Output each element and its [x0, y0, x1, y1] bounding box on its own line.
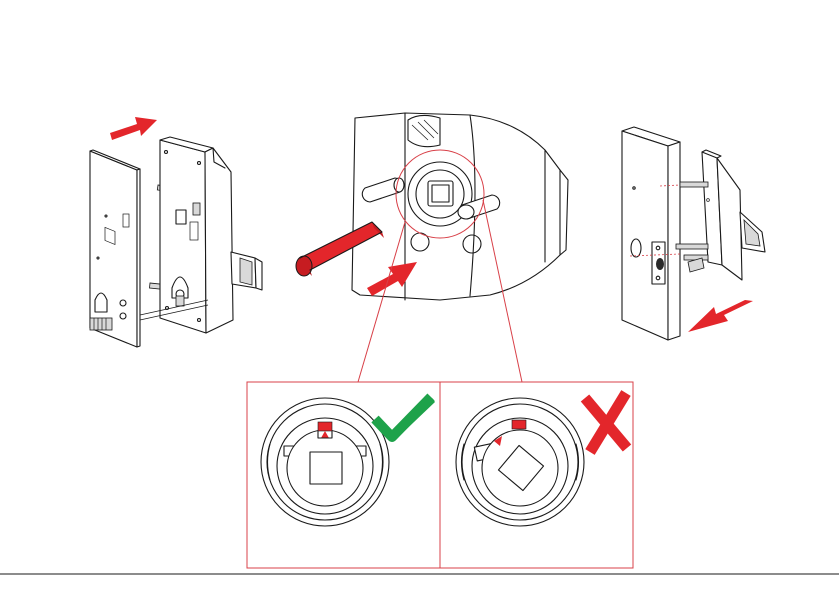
- incorrect-orientation-panel: [456, 398, 584, 526]
- arrow-icon-left: [110, 117, 157, 140]
- x-mark-icon: [585, 393, 627, 452]
- door-assembly-right: [622, 127, 765, 340]
- notch-marker: [318, 422, 332, 431]
- correct-orientation-panel: [261, 398, 389, 526]
- lock-body-center: [352, 113, 568, 300]
- arrow-icon-right: [688, 300, 753, 332]
- notch-marker: [512, 420, 526, 429]
- lock-assembly-left: [90, 137, 262, 347]
